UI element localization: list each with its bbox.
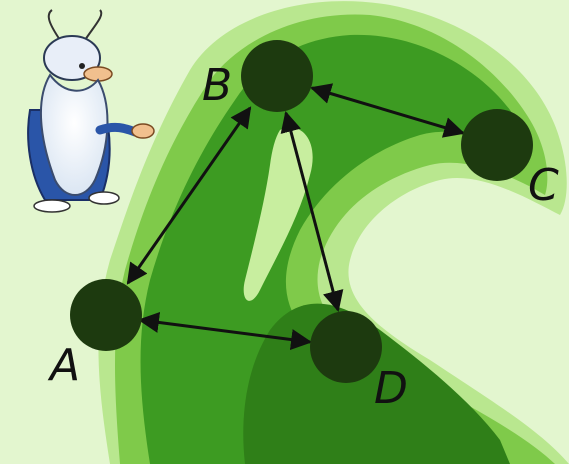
node-label-c: C [528, 160, 559, 211]
node-label-a: A [47, 340, 80, 391]
bearded-wizard-mascot-icon [27, 9, 155, 213]
edge-b-c [309, 83, 466, 138]
node-label-d: D [374, 363, 408, 414]
edge-b-d [280, 110, 344, 313]
node-a: A [47, 279, 142, 391]
edge-a-b [126, 106, 252, 285]
node-label-b: B [202, 60, 232, 111]
node-d: D [310, 311, 408, 414]
node-c: C [461, 109, 559, 211]
edge-a-d [137, 312, 313, 350]
node-b: B [202, 40, 313, 112]
